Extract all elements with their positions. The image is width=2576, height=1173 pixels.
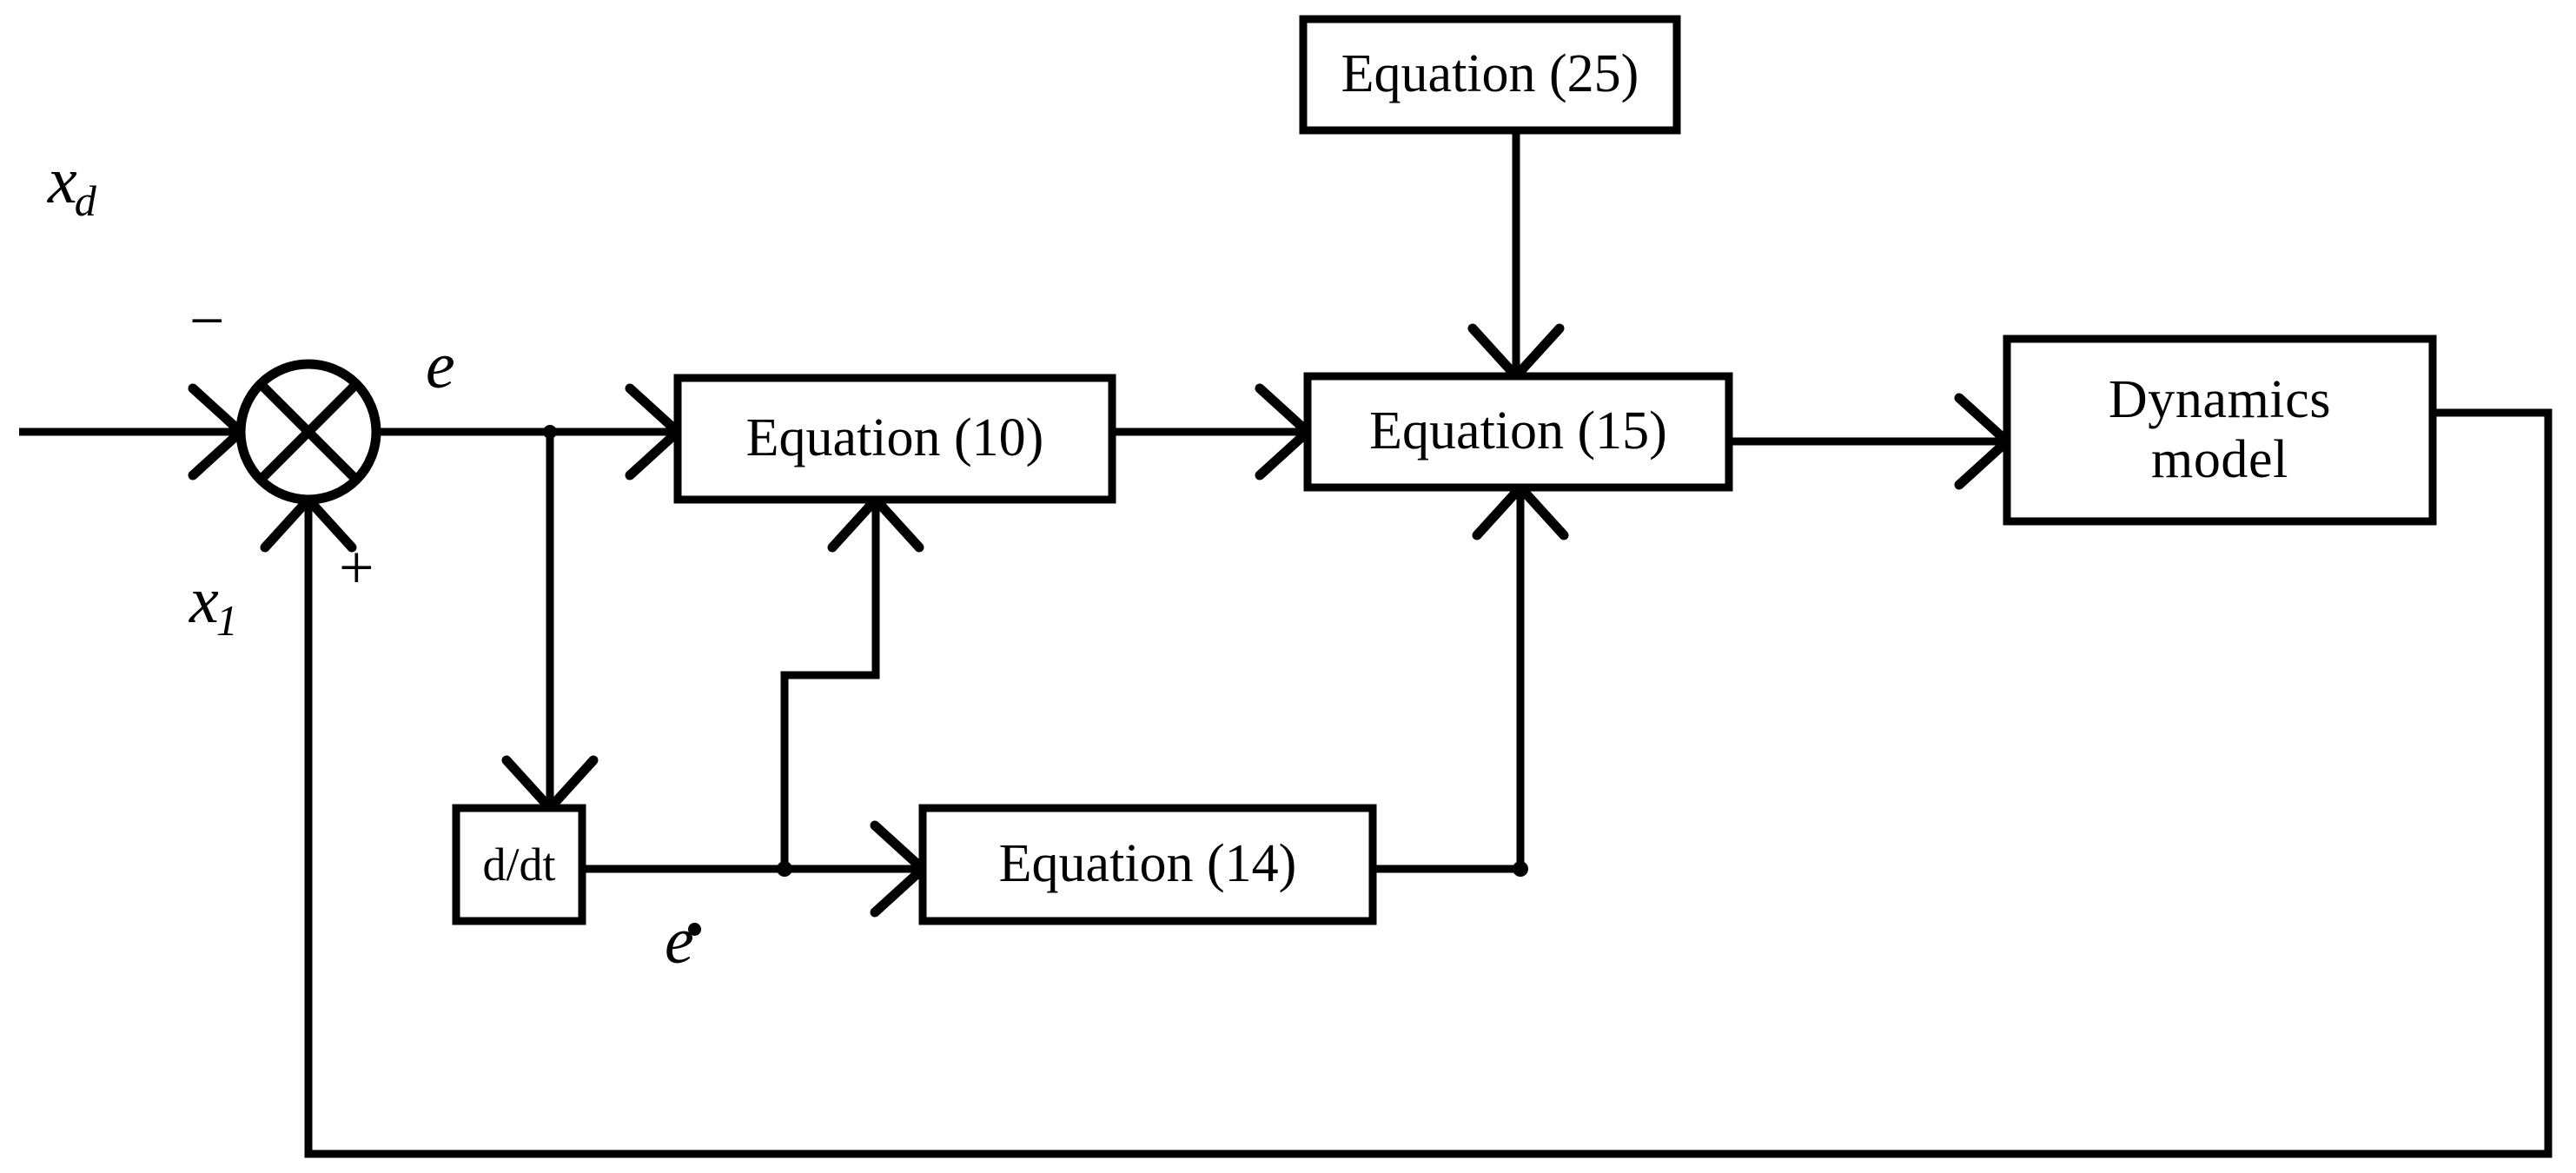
wire-input-to-sum <box>19 383 246 480</box>
block-ddt-label: d/dt <box>482 838 556 891</box>
block-dynamics[interactable] <box>2003 335 2437 526</box>
wire-eq25-to-eq15 <box>1467 130 1565 381</box>
wire-eq14-to-eq15 <box>1373 482 1569 877</box>
block-eq14[interactable] <box>918 804 1377 925</box>
signal-label-e: e <box>426 328 455 404</box>
block-eq15[interactable] <box>1303 372 1733 492</box>
wire-ddt-to-eq14 <box>582 820 928 918</box>
signal-xd-base: x <box>48 144 77 217</box>
wire-eq10-to-eq15 <box>1112 383 1313 480</box>
signal-label-xd: xd <box>48 143 96 226</box>
wire-sum-to-eq10 <box>376 383 683 480</box>
block-dynamics-label: Dynamics model <box>2108 369 2332 489</box>
signal-x1-base: x <box>189 564 219 637</box>
block-eq25-label: Equation (25) <box>1341 44 1639 104</box>
block-eq10[interactable] <box>673 374 1116 504</box>
signal-e-base: e <box>426 329 455 402</box>
signal-x1-subscript: 1 <box>215 596 238 646</box>
block-eq10-label: Equation (10) <box>745 408 1044 468</box>
edot-overdot-icon <box>688 923 701 936</box>
wire-edot-branch-to-eq10 <box>780 494 924 869</box>
wire-e-branch-to-ddt <box>501 425 599 813</box>
minus-sign-marker: − <box>189 286 225 355</box>
summing-junction <box>235 359 381 505</box>
signal-edot-base: e <box>665 905 694 978</box>
block-eq25[interactable] <box>1299 15 1681 135</box>
signal-label-x1: x1 <box>189 563 238 646</box>
wire-eq15-to-dynamics <box>1729 393 2012 490</box>
block-ddt[interactable] <box>452 804 586 925</box>
block-eq14-label: Equation (14) <box>998 834 1297 894</box>
plus-sign-marker: + <box>339 533 374 602</box>
signal-xd-subscript: d <box>74 176 96 226</box>
block-eq15-label: Equation (15) <box>1369 401 1667 461</box>
signal-label-edot: e <box>665 904 701 979</box>
